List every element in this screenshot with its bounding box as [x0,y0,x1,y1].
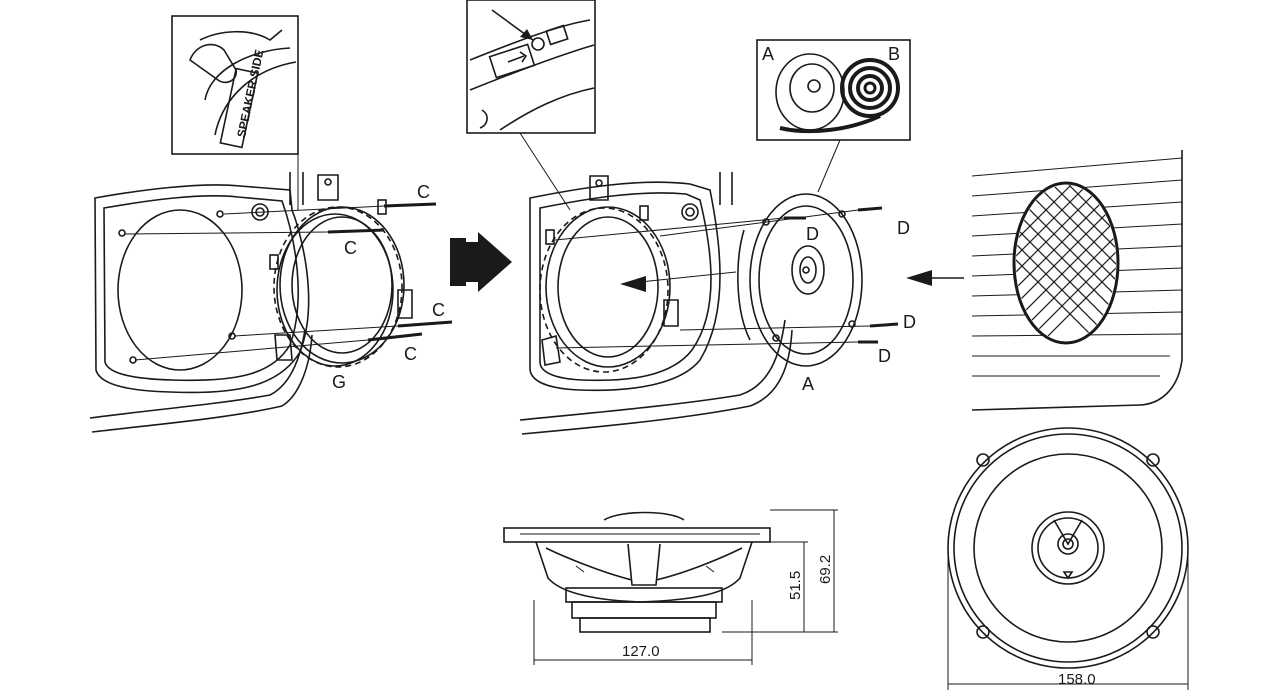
label-c1: C [417,182,430,202]
dim-depth-mount: 51.5 [787,571,804,600]
step2-screws [554,206,899,349]
inset-label-a: A [762,44,774,64]
step-arrow-icon [450,232,512,292]
speaker-a [737,193,863,367]
speaker-side-text: SPEAKER SIDE [234,48,266,138]
step2-door-panel [519,172,793,435]
front-view-dimensions [947,548,1189,690]
label-g: G [332,372,346,392]
label-d4: D [878,346,891,366]
label-c3: C [432,300,445,320]
step1-door-panel [89,172,313,433]
inset-label-b: B [888,44,900,64]
side-view-dimensions [533,509,838,665]
dim-outer-diameter: 158.0 [1058,671,1096,688]
inset-ring-alignment [466,0,596,211]
speaker-side-view [503,511,771,633]
label-a-speaker: A [802,374,814,394]
dim-mount-diameter: 127.0 [622,643,660,660]
inset-speaker-and-gasket: A B [756,39,911,193]
speaker-front-view [947,427,1189,669]
label-d1: D [806,224,819,244]
label-d2: D [897,218,910,238]
step1-mounting-ring [269,174,413,368]
dim-depth-total: 69.2 [817,555,834,584]
label-c2: C [344,238,357,258]
label-d3: D [903,312,916,332]
step1-screws [123,202,453,361]
grille-panel [906,150,1183,411]
step2-mounting-ring [539,175,679,373]
inset-speaker-side: SPEAKER SIDE [171,15,299,210]
label-c4: C [404,344,417,364]
